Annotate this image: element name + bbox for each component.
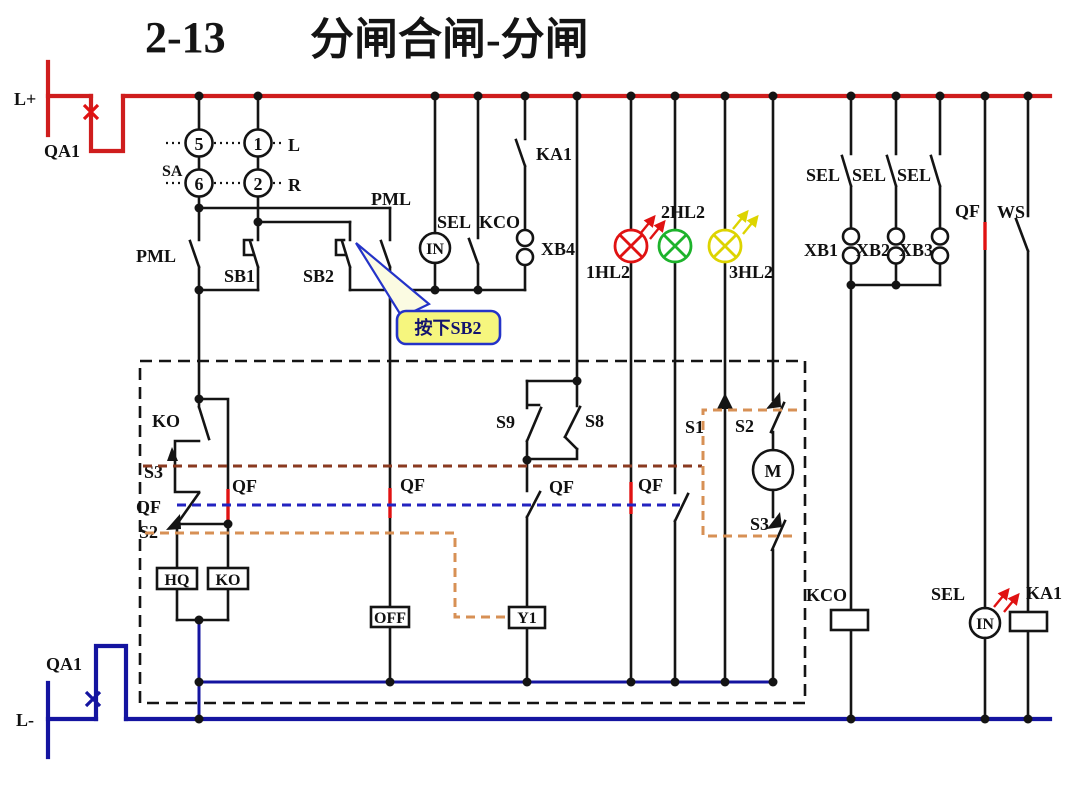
sel-r3-label: SEL — [897, 165, 931, 185]
s1-label: S1 — [685, 417, 704, 437]
3hl2-label: 3HL2 — [729, 262, 773, 282]
s3-left-arrow — [167, 447, 178, 461]
s9-label: S9 — [496, 412, 515, 432]
ka1-bot-label: KA1 — [1026, 583, 1062, 603]
s2-left-arrow — [166, 514, 181, 530]
xb1-label: XB1 — [804, 240, 838, 260]
pml-left-label: PML — [136, 246, 176, 266]
sa-contact-5: 5 — [195, 134, 204, 154]
sel-in-branch: IN — [418, 94, 452, 292]
xb2-label: XB2 — [856, 240, 890, 260]
qf-d-label: QF — [638, 475, 663, 495]
qf-a-label: QF — [232, 476, 257, 496]
title-number: 2-13 — [145, 13, 226, 62]
sel-bot-label: SEL — [931, 584, 965, 604]
kco-coil-box — [829, 608, 870, 632]
off-coil-text: OFF — [374, 610, 406, 627]
s9-s8-branch — [525, 94, 582, 684]
l-minus-label: L- — [16, 710, 34, 730]
sb2-label: SB2 — [303, 266, 334, 286]
s3-right-arrow — [767, 512, 782, 529]
sa-contact-6: 6 — [195, 174, 204, 194]
xb3-label: XB3 — [899, 240, 933, 260]
sa-selector: 5 1 6 2 — [166, 94, 284, 198]
sa-contact-2: 2 — [254, 174, 263, 194]
s3-right-label: S3 — [750, 514, 769, 534]
ko-coil-box — [206, 566, 250, 591]
sel-r2-label: SEL — [852, 165, 886, 185]
kco-contact-branch — [467, 94, 480, 292]
lamp-1hl2-column — [613, 94, 664, 684]
qf-top-label: QF — [955, 201, 980, 221]
ka1-top-label: KA1 — [536, 144, 572, 164]
sel-r1-label: SEL — [806, 165, 840, 185]
junction-dots — [194, 91, 1033, 724]
breaker-cross-top — [82, 103, 100, 121]
tooltip-callout: 按下SB2 — [355, 242, 502, 346]
ko-coil-text: KO — [216, 572, 241, 589]
ka1-xb4-branch — [514, 94, 535, 292]
in-bot-rays — [994, 590, 1018, 612]
lamp-3hl2-column — [707, 94, 757, 684]
dashed-enclosure — [138, 359, 807, 705]
tooltip-text: 按下SB2 — [414, 317, 481, 338]
lamp-1hl2 — [613, 228, 649, 264]
sa-contact-1: 1 — [254, 134, 263, 154]
lamp-2hl2-column — [657, 94, 693, 684]
link-orange-s2s3 — [701, 408, 797, 538]
sel-mid-label: SEL — [437, 212, 471, 232]
ws-ka1-column — [1014, 94, 1030, 721]
ws-label: WS — [997, 202, 1025, 222]
qf-left-label: QF — [136, 497, 161, 517]
2hl2-label: 2HL2 — [661, 202, 705, 222]
sa-label: SA — [162, 163, 183, 180]
lamp-3hl2-rays — [733, 212, 757, 234]
sb1-label: SB1 — [224, 266, 255, 286]
ka1-coil-box — [1008, 610, 1049, 633]
y1-coil-text: Y1 — [517, 610, 537, 627]
tooltip-pointer — [355, 242, 432, 319]
y1-coil-box — [507, 605, 547, 630]
page-title: 分闸合闸-分闸 — [310, 15, 589, 64]
lamp-3hl2 — [707, 228, 743, 264]
kco-bot-label: KCO — [806, 585, 847, 605]
xb4-label: XB4 — [541, 239, 575, 259]
sa-pos-r: R — [288, 175, 302, 195]
sa-pos-l: L — [288, 135, 300, 155]
negative-bus — [45, 643, 1053, 760]
motor-column: M — [717, 94, 795, 684]
tooltip-box — [395, 309, 502, 346]
ko-contact-label: KO — [152, 411, 180, 431]
ko-section: HQ KO — [155, 288, 250, 622]
s1-arrow — [717, 393, 733, 409]
off-coil-box — [369, 605, 411, 629]
in-mid-text: IN — [426, 241, 444, 258]
hq-coil-box — [155, 566, 199, 591]
in-bot-text: IN — [976, 616, 994, 633]
kco-mid-label: KCO — [479, 212, 520, 232]
pml-right-label: PML — [371, 189, 411, 209]
xb3-socket — [930, 227, 950, 265]
xb4-socket — [515, 228, 535, 267]
s2-right-label: S2 — [735, 416, 754, 436]
qa1-bottom-label: QA1 — [46, 654, 82, 674]
lamp-2hl2 — [657, 228, 693, 264]
breaker-cross-bottom — [84, 690, 102, 708]
hq-coil-text: HQ — [165, 572, 190, 589]
s8-label: S8 — [585, 411, 604, 431]
qf-c-label: QF — [549, 477, 574, 497]
qf-b-label: QF — [400, 475, 425, 495]
qf-right-column: IN — [968, 94, 1018, 721]
qa1-top-label: QA1 — [44, 141, 80, 161]
s2-right-arrow — [766, 392, 781, 409]
l-plus-label: L+ — [14, 89, 36, 109]
motor-text: M — [765, 461, 782, 481]
1hl2-label: 1HL2 — [586, 262, 630, 282]
link-orange-y1 — [145, 531, 505, 619]
sel-xb-group — [840, 94, 950, 721]
